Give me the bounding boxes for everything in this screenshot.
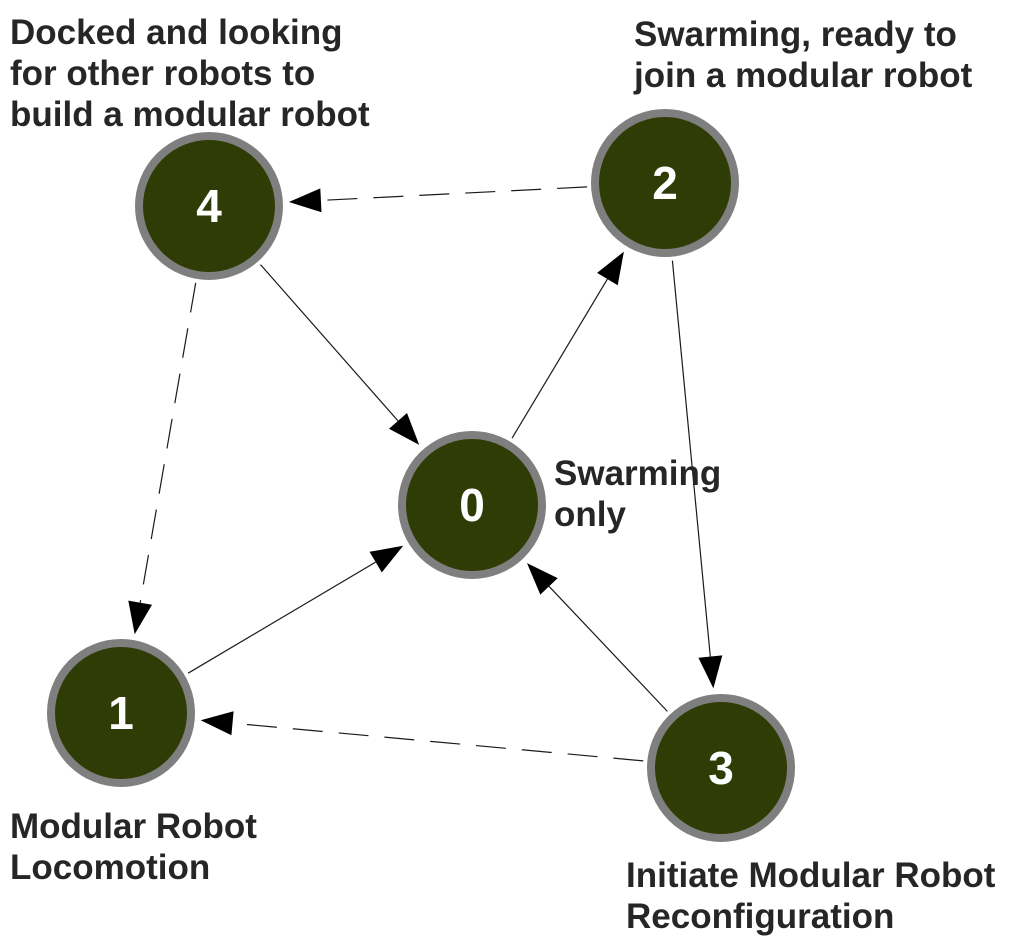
arrowhead-3-to-0	[527, 563, 558, 595]
state-1-label-line-2: Locomotion	[10, 848, 211, 887]
state-4-label-line-2: for other robots to	[10, 54, 316, 93]
arrowhead-1-to-0	[369, 545, 404, 573]
state-node-1-number: 1	[108, 687, 134, 739]
arrowhead-4-to-0	[389, 413, 420, 445]
edge-4-to-0	[260, 264, 399, 422]
edge-2-to-3	[671, 260, 711, 657]
state-0-label: Swarming only	[554, 453, 721, 535]
state-node-1: 1	[47, 639, 195, 787]
state-node-3-number: 3	[708, 742, 734, 794]
state-3-label: Initiate Modular Robot Reconfiguration	[626, 855, 995, 937]
arrowhead-4-to-1	[128, 600, 152, 635]
edge-1-to-0	[187, 561, 376, 674]
state-node-2-number: 2	[652, 157, 678, 209]
state-node-3: 3	[647, 694, 795, 842]
edge-4-to-1	[139, 282, 197, 603]
state-0-label-line-1: Swarming	[554, 454, 722, 493]
state-3-label-line-1: Initiate Modular Robot	[626, 856, 996, 895]
state-node-3-circle	[647, 694, 795, 842]
state-1-label-line-1: Modular Robot	[10, 807, 257, 846]
state-node-4-number: 4	[196, 180, 222, 232]
edge-3-to-1	[232, 722, 644, 762]
state-2-label-line-2: join a modular robot	[634, 56, 973, 95]
edges-layer	[128, 186, 723, 762]
nodes-layer: 0 1 2 3 4	[47, 109, 795, 842]
state-node-0-circle	[398, 431, 546, 579]
arrowhead-2-to-3	[698, 655, 723, 689]
state-node-0-number: 0	[459, 479, 485, 531]
state-node-0: 0	[398, 431, 546, 579]
state-node-4: 4	[135, 132, 283, 280]
state-0-label-line-2: only	[554, 495, 626, 534]
state-2-label: Swarming, ready to join a modular robot	[634, 14, 972, 96]
state-4-label: Docked and looking for other robots to b…	[10, 12, 370, 135]
state-3-label-line-2: Reconfiguration	[626, 897, 895, 936]
state-node-2: 2	[591, 109, 739, 257]
state-2-label-line-1: Swarming, ready to	[634, 15, 957, 54]
state-node-4-circle	[135, 132, 283, 280]
edge-0-to-2	[511, 278, 608, 439]
state-node-2-circle	[591, 109, 739, 257]
state-1-label: Modular Robot Locomotion	[10, 806, 257, 888]
state-4-label-line-1: Docked and looking	[10, 13, 343, 52]
state-4-label-line-3: build a modular robot	[10, 95, 370, 134]
edge-3-to-0	[548, 585, 668, 712]
arrowhead-2-to-4	[288, 188, 322, 213]
state-node-1-circle	[47, 639, 195, 787]
arrowhead-0-to-2	[597, 251, 624, 286]
edge-2-to-4	[320, 186, 588, 201]
arrowhead-3-to-1	[200, 711, 234, 736]
